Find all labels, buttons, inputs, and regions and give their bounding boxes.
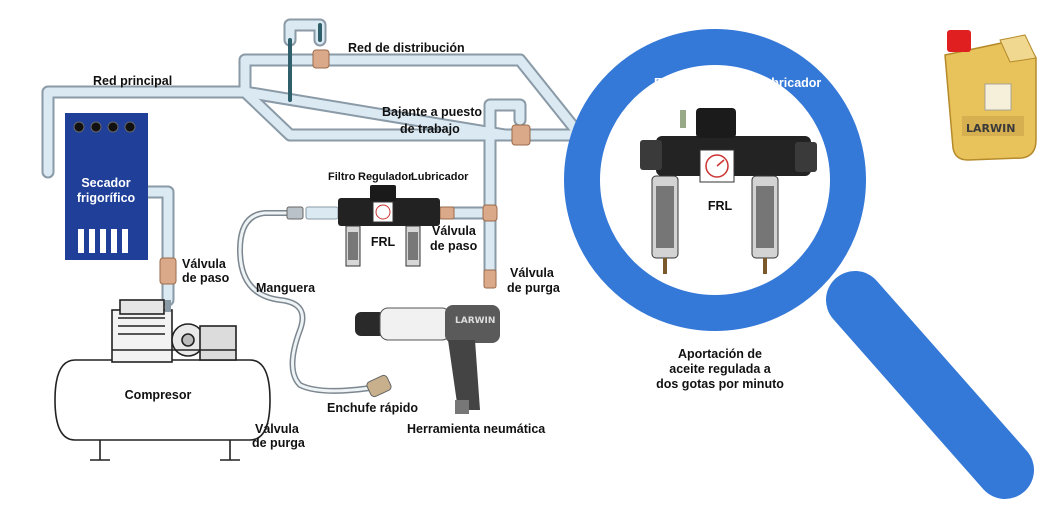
drain-valve-1-label-line2: de purga	[252, 436, 306, 450]
zoom-lubricator-label: Lubricador	[756, 76, 821, 90]
frl-small-regulator-label: Regulador	[358, 171, 413, 183]
drain-valve-2-label-line2: de purga	[507, 281, 561, 295]
dryer-label-line2: frigorífico	[77, 191, 136, 205]
drop-line-label-1: Bajante a puesto	[382, 105, 482, 119]
compressor-label: Compresor	[125, 388, 192, 402]
pneumatic-tool: LARWIN	[355, 305, 500, 414]
oil-supply-label-line2: aceite regulada a	[669, 362, 771, 376]
main-network-label: Red principal	[93, 74, 172, 88]
shutoff-valve-2-label-line1: Válvula	[432, 224, 477, 238]
shutoff-valve-1	[159, 257, 177, 285]
distribution-network-label: Red de distribución	[348, 41, 465, 55]
frl-unit-small	[338, 185, 440, 267]
quick-coupling-label: Enchufe rápido	[327, 401, 418, 415]
oil-container: LARWIN	[944, 30, 1037, 161]
hose-label: Manguera	[256, 281, 316, 295]
oil-brand-label: LARWIN	[966, 122, 1015, 135]
frl-unit-zoomed	[640, 108, 817, 274]
drain-valve-2-label-line1: Válvula	[510, 266, 555, 280]
oil-supply-label-line1: Aportación de	[678, 347, 762, 361]
shutoff-valve-2-label-line2: de paso	[430, 239, 478, 253]
magnifier	[564, 29, 1034, 499]
frl-small-filter-label: Filtro	[328, 171, 356, 183]
drop-line-label-2: de trabajo	[400, 122, 460, 136]
frl-small-lubricator-label: Lubricador	[411, 171, 469, 183]
pipe-fittings	[159, 49, 531, 289]
frl-small-label: FRL	[371, 235, 396, 249]
zoom-frl-label: FRL	[708, 199, 733, 213]
shutoff-valve-1-label-line1: Válvula	[182, 257, 227, 271]
air-hose	[236, 206, 392, 398]
zoom-regulator-label: Regulador	[693, 76, 755, 90]
drain-valve-1-label-line1: Válvula	[255, 422, 300, 436]
refrigerated-dryer: Secador frigorífico	[65, 113, 148, 260]
air-compressor	[54, 299, 271, 461]
oil-supply-label-line3: dos gotas por minuto	[656, 377, 784, 391]
zoom-filter-label: Filtro	[654, 76, 686, 90]
dryer-label-line1: Secador	[81, 176, 130, 190]
shutoff-valve-1-label-line2: de paso	[182, 271, 230, 285]
tool-brand-label: LARWIN	[455, 316, 495, 326]
drain-valve-2	[483, 269, 497, 289]
pneumatic-tool-label: Herramienta neumática	[407, 422, 546, 436]
